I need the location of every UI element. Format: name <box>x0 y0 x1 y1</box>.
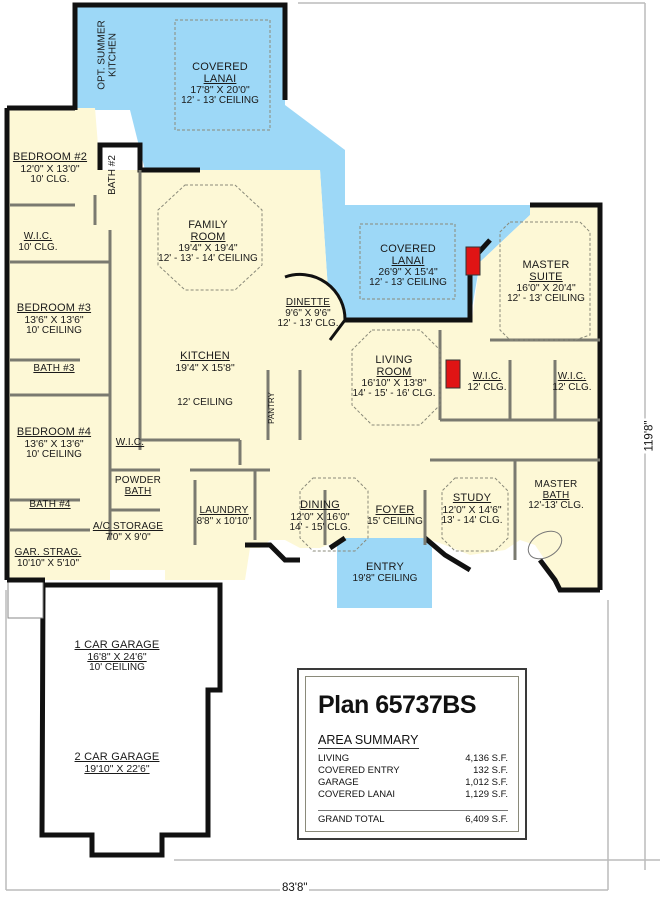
room-gar-storage: GAR. STRAG. 10'10" X 5'10" <box>14 547 82 569</box>
room-bedroom-3: BEDROOM #3 13'6" X 13'6" 10' CEILING <box>16 302 92 336</box>
area-row-covered-lanai: COVERED LANAI 1,129 S.F. <box>318 789 508 800</box>
plan-number: Plan 65737BS <box>318 691 477 719</box>
dimension-lines <box>5 2 660 891</box>
area-summary-inner: Plan 65737BS AREA SUMMARY LIVING 4,136 S… <box>305 676 519 832</box>
room-master-bath: MASTER BATH 12'-13' CLG. <box>528 479 584 511</box>
room-entry: ENTRY 19'8" CEILING <box>352 561 418 584</box>
room-powder-bath: POWDER BATH <box>114 475 162 497</box>
room-bath-3: BATH #3 <box>33 363 75 374</box>
room-garage-1: 1 CAR GARAGE 16'8" X 24'6" 10' CEILING <box>74 639 160 673</box>
garage-area <box>7 579 223 858</box>
lanai-areas <box>75 5 530 608</box>
room-wic-2: W.I.C. 12' CLG. <box>467 371 507 393</box>
area-summary-rows: LIVING 4,136 S.F. COVERED ENTRY 132 S.F.… <box>318 753 508 801</box>
ceiling-outlines <box>157 19 591 552</box>
area-row-living: LIVING 4,136 S.F. <box>318 753 508 764</box>
room-pantry: PANTRY <box>266 392 276 424</box>
area-row-garage: GARAGE 1,012 S.F. <box>318 777 508 788</box>
room-study: STUDY 12'0" X 14'6" 13' - 14' CLG. <box>441 492 503 526</box>
covered-lanai-fill <box>75 5 530 320</box>
overall-depth-dimension: 119'8" <box>643 418 656 454</box>
room-laundry: LAUNDRY 8'8" x 10'10" <box>196 505 252 527</box>
room-garage-2: 2 CAR GARAGE 19'10" X 22'6" <box>74 751 160 775</box>
room-summer-kitchen: OPT. SUMMER KITCHEN <box>96 20 119 90</box>
room-bedroom-4: BEDROOM #4 13'6" X 13'6" 10' CEILING <box>16 426 92 460</box>
area-summary-box: Plan 65737BS AREA SUMMARY LIVING 4,136 S… <box>297 668 527 840</box>
overall-width-dimension: 83'8" <box>280 882 310 894</box>
room-foyer: FOYER 15' CEILING <box>367 504 423 527</box>
fireplace-living <box>445 359 461 389</box>
area-summary-title: AREA SUMMARY <box>318 733 419 749</box>
room-wic-3: W.I.C. 12' CLG. <box>552 371 592 393</box>
room-covered-lanai-1: COVERED LANAI 17'8" X 20'0" 12' - 13' CE… <box>181 61 259 107</box>
area-row-grand-total: GRAND TOTAL 6,409 S.F. <box>318 810 508 825</box>
dinette-bay <box>284 272 347 341</box>
room-bath-4: BATH #4 <box>29 499 71 510</box>
room-wic-4: W.I.C. <box>115 437 145 448</box>
room-family-room: FAMILY ROOM 19'4" X 19'4" 12' - 13' - 14… <box>158 219 258 265</box>
area-row-covered-entry: COVERED ENTRY 132 S.F. <box>318 765 508 776</box>
master-tub <box>527 530 563 560</box>
room-wic-1: W.I.C. 10' CLG. <box>18 231 58 253</box>
room-dinette: DINETTE 9'6" X 9'6" 12' - 13' CLG. <box>277 297 339 329</box>
kitchen-ceiling: 12' CEILING <box>177 397 233 408</box>
fireplace-lanai <box>465 246 481 276</box>
room-bath-2: BATH #2 <box>106 155 118 195</box>
room-covered-lanai-2: COVERED LANAI 26'9" X 15'4" 12' - 13' CE… <box>369 243 447 289</box>
room-dining: DINING 12'0" X 16'0" 14' - 15' CLG. <box>289 499 351 533</box>
room-master-suite: MASTER SUITE 16'0" X 20'4" 12' - 13' CEI… <box>507 259 585 305</box>
room-ac-storage: A/C STORAGE 7'0" X 9'0" <box>92 521 164 543</box>
entry-fill <box>337 538 432 608</box>
room-living-room: LIVING ROOM 16'10" X 13'8" 14' - 15' - 1… <box>352 354 436 400</box>
room-kitchen: KITCHEN 19'4" X 15'8" <box>175 350 235 374</box>
room-bedroom-2: BEDROOM #2 12'0" X 13'0" 10' CLG. <box>12 151 88 185</box>
